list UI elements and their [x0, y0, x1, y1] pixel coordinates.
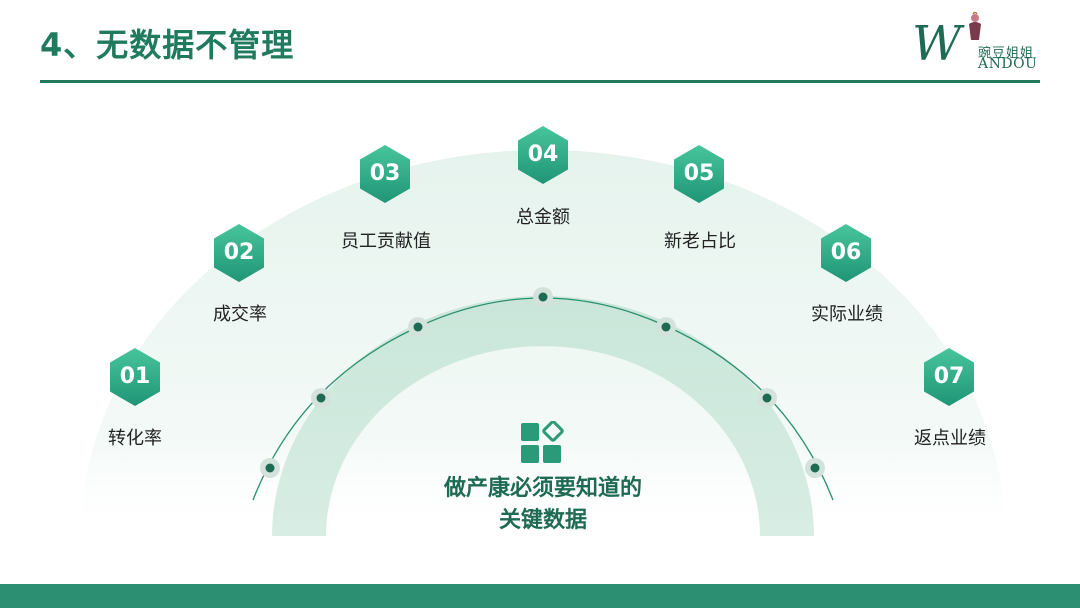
label-07: 返点业绩 [914, 428, 986, 449]
logo-chinese-text: 豌豆姐姐 [978, 46, 1035, 61]
badge-03-number: 03 [369, 161, 401, 186]
badge-05: 05 [672, 144, 726, 204]
logo-letter: W [912, 16, 962, 72]
badge-07-number: 07 [933, 364, 965, 389]
footer-bar [0, 584, 1080, 608]
inner-arc-band [272, 296, 814, 536]
badge-05-number: 05 [683, 161, 715, 186]
badge-06: 06 [819, 223, 873, 283]
connector-dots [260, 287, 825, 478]
apps-grid-icon [521, 421, 564, 463]
badge-01-number: 01 [119, 364, 151, 389]
label-02: 成交率 [213, 304, 267, 325]
badge-04-number: 04 [527, 142, 559, 167]
logo-english-text: ANDOU [978, 56, 1038, 72]
label-01: 转化率 [108, 428, 162, 449]
title-divider [40, 80, 1040, 83]
badge-03: 03 [358, 144, 412, 204]
label-04: 总金额 [516, 207, 570, 228]
label-05: 新老占比 [664, 231, 736, 252]
center-caption-line1: 做产康必须要知道的 [443, 476, 643, 501]
badge-01: 01 [108, 347, 162, 407]
badge-02: 02 [212, 223, 266, 283]
label-03: 员工贡献值 [341, 231, 431, 252]
figure-icon [969, 12, 981, 40]
center-caption-line2: 关键数据 [498, 508, 588, 533]
brand-logo: W 豌豆姐姐 ANDOU [912, 12, 1042, 74]
badge-07: 07 [922, 347, 976, 407]
badge-02-number: 02 [223, 240, 255, 265]
center-caption: 做产康必须要知道的 关键数据 [444, 473, 642, 537]
badge-04: 04 [516, 125, 570, 185]
badge-06-number: 06 [830, 240, 862, 265]
page-title: 4、无数据不管理 [40, 26, 295, 64]
label-06: 实际业绩 [811, 304, 883, 325]
